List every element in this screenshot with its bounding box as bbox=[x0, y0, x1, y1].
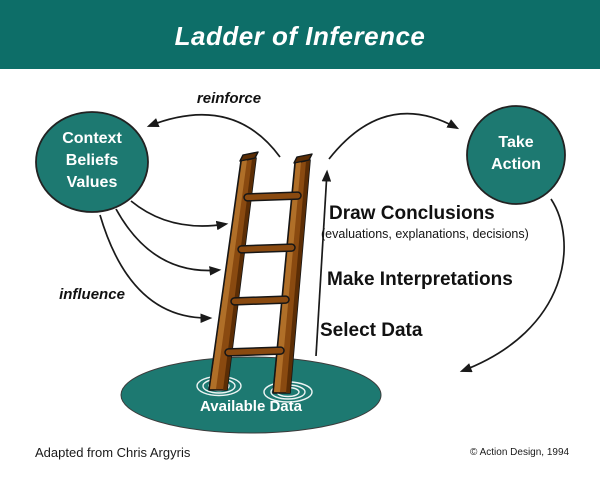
ladder-right-rail-shadow bbox=[286, 160, 310, 393]
make-interpretations-label: Make Interpretations bbox=[327, 269, 513, 290]
beliefs-line: Beliefs bbox=[65, 152, 119, 169]
context-beliefs-values-circle bbox=[35, 111, 149, 213]
ladder-rung-3 bbox=[230, 295, 290, 306]
draw-conclusions-label: Draw Conclusions bbox=[329, 203, 495, 224]
context-line: Context bbox=[62, 130, 122, 147]
influence-arrow-bottom bbox=[99, 214, 213, 323]
take-action-circle bbox=[466, 105, 566, 205]
ladder-rung-2 bbox=[237, 243, 296, 254]
draw-conclusions-sublabel: (evaluations, explanations, decisions) bbox=[321, 227, 529, 241]
ladder-left-rail-shadow bbox=[223, 158, 256, 390]
values-line: Values bbox=[66, 174, 118, 191]
context-beliefs-values-label: Context Beliefs Values bbox=[32, 128, 152, 194]
available-data-ellipse bbox=[120, 356, 382, 434]
take-line: Take bbox=[498, 134, 534, 151]
ladder-right-rail-cap bbox=[293, 153, 313, 164]
ladder-left-rail-cap bbox=[239, 151, 259, 162]
action-line: Action bbox=[491, 156, 541, 173]
action-to-data-arrow bbox=[459, 198, 565, 373]
ladder-rung-4 bbox=[224, 346, 285, 357]
page-title: Ladder of Inference bbox=[174, 21, 426, 51]
influence-arrows bbox=[99, 200, 229, 323]
reinforce-label: reinforce bbox=[196, 90, 262, 107]
influence-label: influence bbox=[59, 286, 125, 303]
influence-arrow-top bbox=[130, 200, 229, 231]
up-ladder-arrow bbox=[315, 169, 332, 357]
conclusions-to-action-arrow bbox=[328, 112, 460, 160]
credit-text: Adapted from Chris Argyris bbox=[35, 445, 191, 460]
ladder-left-rail-highlight bbox=[210, 160, 247, 389]
title-banner: Ladder of Inference bbox=[0, 0, 600, 69]
ladder-rung-1 bbox=[243, 191, 302, 202]
ladder-right-rail-highlight bbox=[274, 162, 301, 392]
copyright-text: © Action Design, 1994 bbox=[470, 447, 570, 458]
influence-arrow-middle bbox=[115, 208, 222, 276]
take-action-label: Take Action bbox=[466, 132, 566, 176]
available-data-label: Available Data bbox=[200, 398, 302, 415]
reinforce-arrow bbox=[146, 114, 281, 158]
ladder-illustration bbox=[208, 151, 313, 394]
select-data-label: Select Data bbox=[320, 320, 423, 341]
